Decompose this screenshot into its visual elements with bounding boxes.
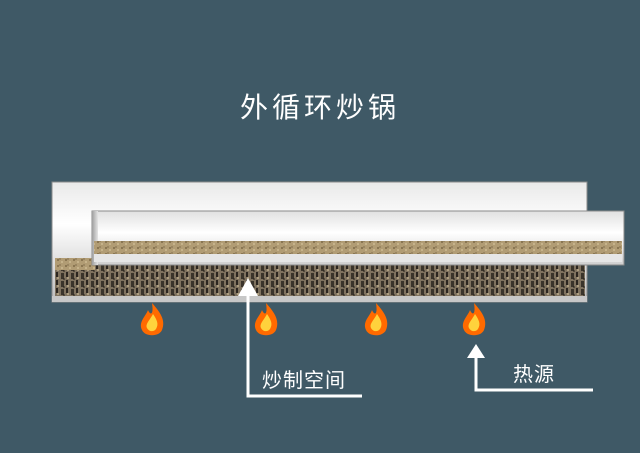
heat-source-arrow — [467, 344, 593, 392]
frying-space-label: 炒制空间 — [262, 368, 346, 392]
frying-space-arrow — [238, 278, 362, 398]
diagram-title: 外循环炒锅 — [239, 91, 400, 124]
inner-drum — [91, 210, 625, 266]
flame-icon — [254, 303, 278, 336]
heat-source-label: 热源 — [513, 362, 555, 386]
flame-icon — [462, 303, 486, 336]
flame-icon — [140, 303, 164, 336]
flame-icon — [364, 303, 388, 336]
